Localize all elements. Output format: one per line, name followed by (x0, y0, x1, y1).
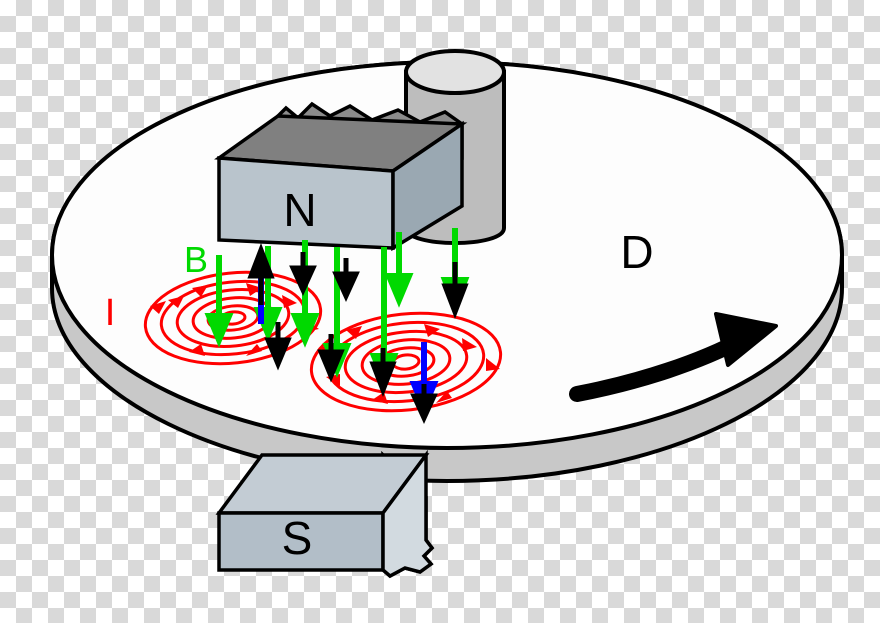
black-arrow-up-left (247, 243, 275, 305)
rotation-arrow (569, 312, 778, 402)
b-line-6 (384, 232, 414, 308)
black-arrow-8 (410, 384, 438, 425)
eddy-spiral-right (309, 311, 503, 413)
black-arrow-5 (264, 322, 292, 371)
magnet-n-label: N (283, 184, 316, 236)
magnet-south-pole-block: S (215, 449, 435, 579)
magnet-s-label: S (282, 512, 313, 564)
force-direction-arrows (247, 243, 469, 425)
black-arrow-4 (441, 262, 469, 319)
axle-top-ellipse (404, 49, 506, 95)
black-arrow-3 (332, 258, 360, 303)
magnet-s-right-face (381, 449, 435, 579)
disc-label: D (620, 226, 653, 278)
b-line-1 (204, 255, 234, 348)
magnet-n-right-face (391, 120, 464, 252)
black-arrow-7 (369, 348, 397, 397)
black-arrow-2 (289, 252, 317, 297)
eddy-arrowheads-right (320, 324, 500, 404)
black-arrow-6 (317, 334, 345, 383)
current-label: I (105, 292, 116, 334)
magnetic-field-label: B (184, 239, 208, 280)
magnet-north-pole-block: N (214, 101, 468, 252)
